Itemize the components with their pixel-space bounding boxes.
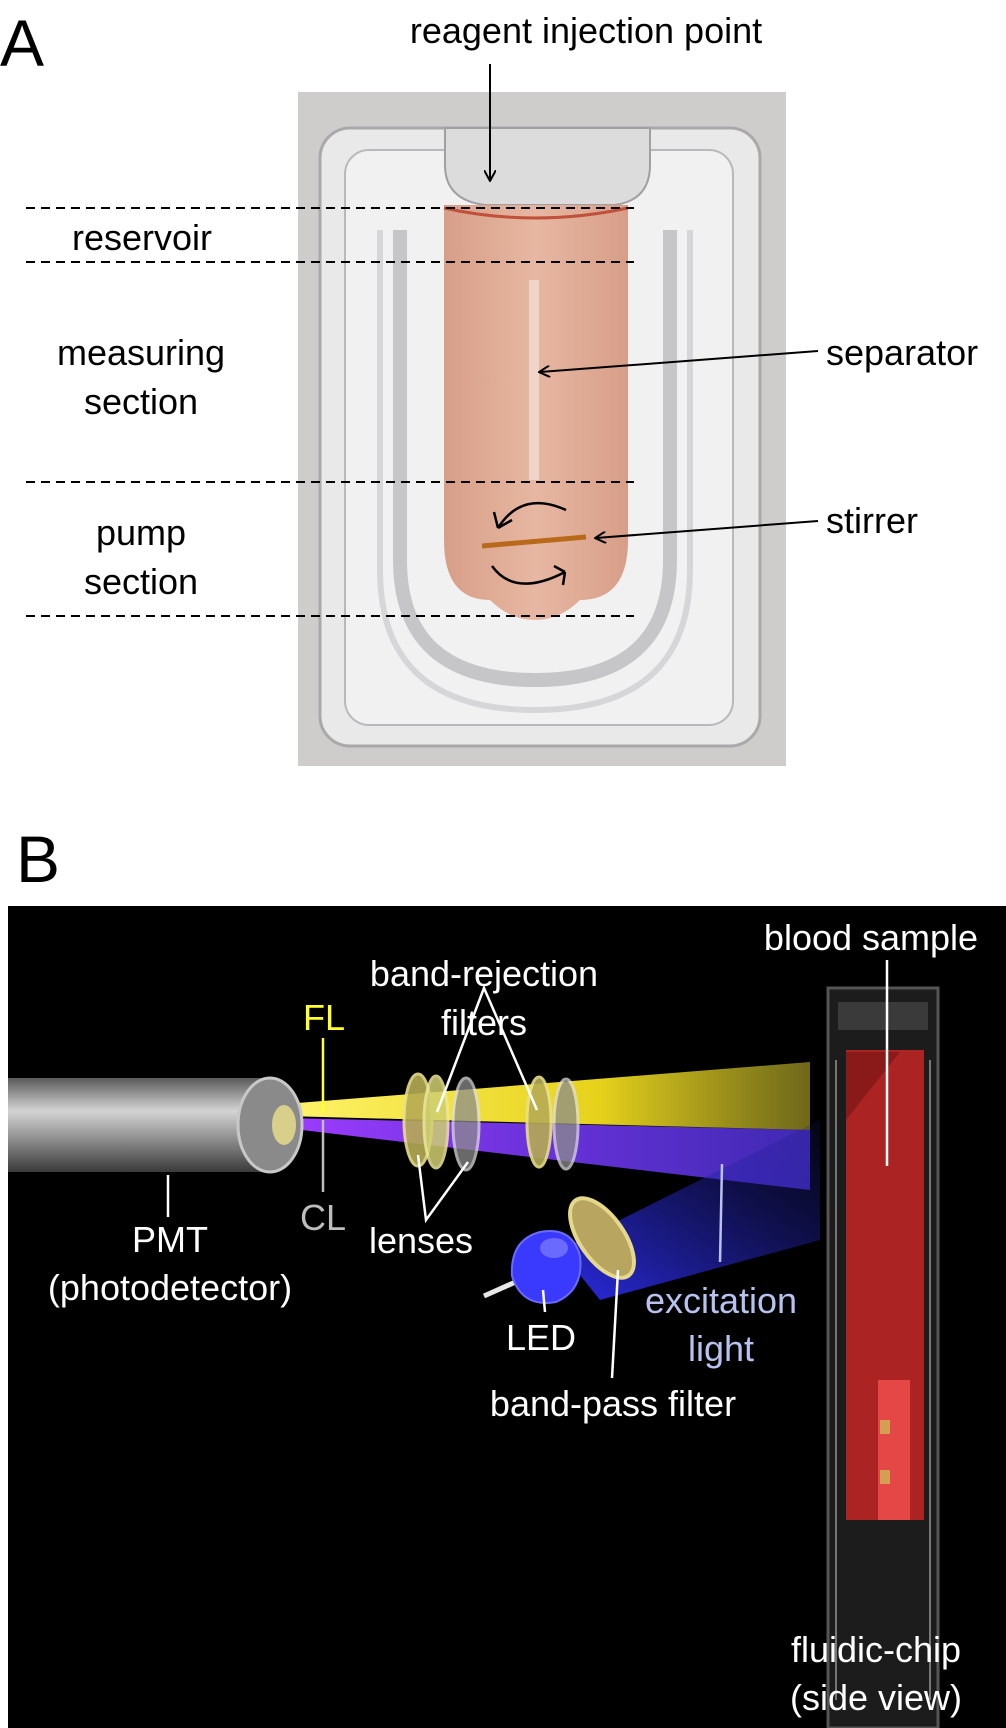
panel-b-letter: B (16, 822, 60, 896)
led-source (482, 1230, 582, 1304)
pump-label-line2: section (84, 561, 198, 602)
panel-b-optics-diagram: B (0, 820, 1006, 1728)
band-rejection-label-line2: filters (441, 1002, 527, 1043)
section-dividers (26, 207, 634, 617)
fl-label: FL (303, 997, 345, 1038)
injection-label: reagent injection point (410, 10, 762, 51)
fluidic-chip-label-line2: (side view) (790, 1677, 962, 1718)
stirrer-bar (481, 534, 587, 549)
optics-lens-group (402, 1072, 580, 1172)
chip-photo (298, 92, 786, 766)
reservoir-label: reservoir (72, 217, 212, 258)
panel-a-chip-photo-diagram: A reagent injection point reservoi (0, 6, 978, 766)
excitation-label-line2: light (688, 1328, 754, 1369)
cl-label: CL (300, 1197, 346, 1238)
panel-b-white-band (0, 820, 1006, 906)
band-rejection-label-line1: band-rejection (370, 953, 598, 994)
fluidic-chip-side-view (826, 986, 940, 1728)
measuring-label-line2: section (84, 381, 198, 422)
separator-label: separator (826, 332, 978, 373)
pmt-photodetector (8, 1076, 304, 1174)
separator-wall (529, 280, 539, 480)
band-pass-filter-disc (568, 1196, 636, 1280)
blood-sample-label: blood sample (764, 917, 978, 958)
fluidic-chip-label-line1: fluidic-chip (791, 1629, 961, 1670)
band-pass-label: band-pass filter (490, 1383, 736, 1424)
excitation-label-line1: excitation (645, 1280, 797, 1321)
pmt-label-line1: PMT (132, 1219, 208, 1260)
pump-label-line1: pump (96, 512, 186, 553)
leader-lines (166, 960, 889, 1379)
stirrer-arrow (596, 520, 819, 538)
separator-arrow (540, 350, 819, 372)
measuring-label-line1: measuring (57, 332, 225, 373)
stirrer-label: stirrer (826, 500, 918, 541)
pmt-label-line2: (photodetector) (48, 1267, 292, 1308)
led-label: LED (506, 1317, 576, 1358)
lenses-label: lenses (369, 1220, 473, 1261)
panel-a-letter: A (0, 6, 44, 80)
